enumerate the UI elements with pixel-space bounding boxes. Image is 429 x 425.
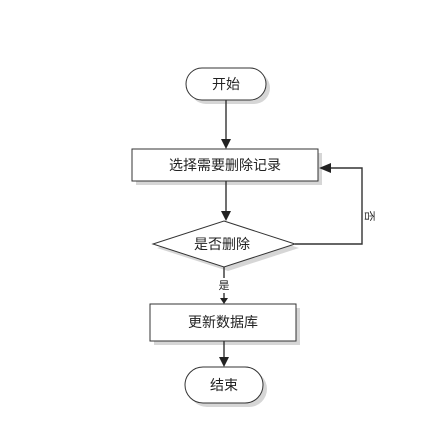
decide-delete-label: 是否删除 [194,237,250,253]
start-label: 开始 [212,77,240,93]
edge-start-to-select [221,100,231,149]
decide-delete-node: 是否删除 [151,220,299,271]
arrowhead [319,163,331,173]
arrowhead [221,211,231,221]
update-db-label: 更新数据库 [188,315,258,331]
update-db-node: 更新数据库 [149,303,300,345]
start-node: 开始 [185,67,270,104]
select-record-node: 选择需要删除记录 [131,148,322,185]
yes-label: 是 [219,279,230,292]
arrowhead [220,298,228,304]
edge-decision-no-loop: 否 [295,163,376,245]
end-node: 结束 [184,366,267,407]
arrowhead [219,357,229,367]
edge-decision-yes: 是 [219,267,230,304]
edge-select-to-decision [221,181,231,221]
edge-update-to-end [219,341,229,367]
end-label: 结束 [210,378,238,394]
select-record-label: 选择需要删除记录 [169,158,281,174]
no-label: 否 [363,211,376,222]
arrowhead [221,139,231,149]
